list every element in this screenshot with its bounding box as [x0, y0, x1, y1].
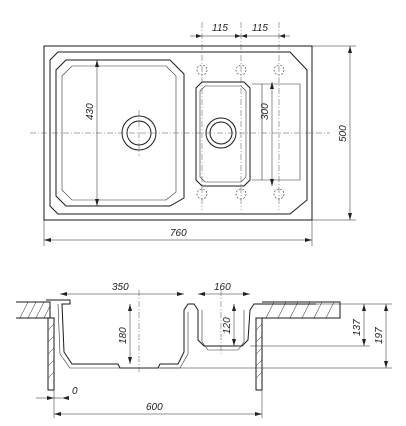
dimension-total-height: 197 — [160, 303, 392, 369]
countertop-left — [16, 301, 51, 319]
top-view: 115 115 430 300 500 — [30, 22, 356, 246]
sink-section-profile — [46, 299, 316, 369]
dim-label-total-height: 197 — [374, 327, 385, 344]
dim-label-small-bowl-length: 300 — [260, 103, 271, 120]
cabinet-wall-right — [255, 317, 263, 391]
countertop-right — [262, 301, 341, 319]
sink-section-inner — [57, 303, 189, 369]
dim-label-main-bowl-width: 350 — [112, 282, 129, 293]
cabinet-wall-left — [47, 317, 55, 391]
dimension-cabinet-width: 600 — [53, 390, 263, 418]
countertop-left-hatch — [19, 301, 51, 319]
dim-label-rim-height: 137 — [352, 319, 363, 336]
dim-label-overall-width: 760 — [170, 228, 187, 239]
dim-label-main-bowl-length: 430 — [85, 103, 96, 120]
dim-label-small-bowl-width: 160 — [214, 282, 231, 293]
dimension-origin: 0 — [36, 386, 78, 400]
dimension-overall-depth: 500 — [312, 45, 356, 221]
dim-label-overall-depth: 500 — [338, 125, 349, 142]
sink-rim-outline — [49, 51, 308, 215]
dimension-main-bowl-length: 430 — [85, 60, 99, 206]
dimension-small-bowl-width: 160 — [198, 282, 250, 296]
dimension-tap-spacing: 115 115 — [190, 23, 290, 38]
small-bowl-inner — [199, 85, 247, 183]
dimension-overall-width: 760 — [43, 220, 313, 246]
dim-label-small-bowl-depth: 120 — [222, 317, 233, 334]
main-bowl-inner — [61, 65, 177, 201]
dim-label-cabinet-width: 600 — [146, 402, 163, 413]
main-bowl-outer — [55, 59, 185, 207]
dim-label-main-bowl-depth: 180 — [118, 327, 129, 344]
sink-section-inner-small — [201, 310, 245, 351]
dimension-small-bowl-depth: 120 — [222, 304, 236, 346]
dimension-rim-height: 137 — [250, 303, 370, 347]
dim-label-hole-spacing-left: 115 — [212, 23, 228, 34]
small-bowl-outer — [195, 81, 251, 187]
dim-label-origin: 0 — [72, 386, 78, 397]
countertop-right-hatch — [265, 301, 335, 319]
dimension-main-bowl-depth: 180 — [118, 304, 132, 364]
section-view: 350 160 180 120 — [16, 282, 392, 418]
dim-label-hole-spacing-right: 115 — [252, 23, 268, 34]
drainer-outline — [252, 83, 301, 181]
dimension-small-bowl-length: 300 — [260, 82, 274, 186]
dimension-main-bowl-width: 350 — [60, 282, 184, 296]
